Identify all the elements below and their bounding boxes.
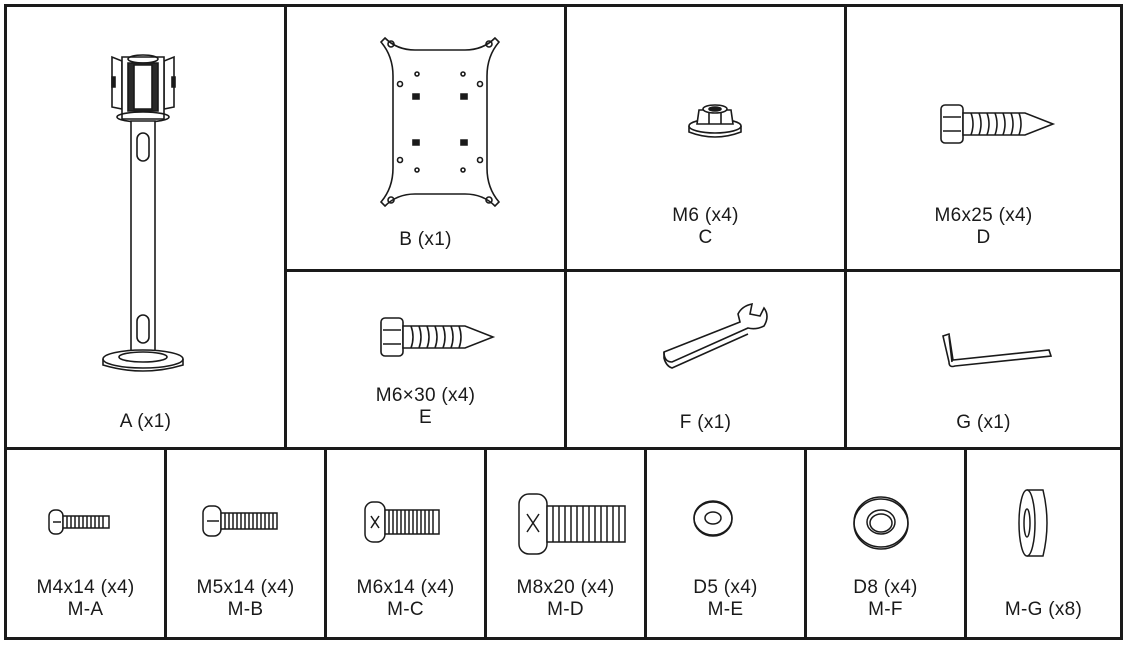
part-label: M6 (x4)C [672,205,739,248]
hardware-label: M5x14 (x4)M-B [196,577,295,620]
part-cell-c: M6 (x4)C [567,7,844,269]
flange-nut-icon [685,102,745,142]
spacer-icon [1017,488,1053,558]
divider [564,7,567,447]
divider [324,447,327,637]
divider [7,447,1120,450]
hardware-label: M6x14 (x4)M-C [356,577,455,620]
part-cell-g: G (x1) [847,272,1120,447]
hardware-cell-m-b: M5x14 (x4)M-B [167,450,324,637]
machine-screw-icon [47,508,111,536]
machine-screw-icon [201,504,281,538]
divider [644,447,647,637]
divider [804,447,807,637]
machine-screw-icon [517,492,629,556]
vesa-plate-icon [375,32,505,212]
allen-key-icon [939,330,1055,372]
hardware-label: D8 (x4)M-F [853,577,918,620]
part-label: G (x1) [956,412,1011,433]
pole-icon [92,47,202,377]
part-label: M6×30 (x4)E [375,385,476,428]
divider [964,447,967,637]
hardware-cell-m-g: M-G (x8) [967,450,1120,637]
hardware-label: M-G (x8) [1004,599,1083,620]
hardware-cell-m-d: M8x20 (x4)M-D [487,450,644,637]
part-cell-d: M6x25 (x4)D [847,7,1120,269]
lag-bolt-icon [935,99,1061,149]
part-label: B (x1) [399,229,452,250]
part-cell-e: M6×30 (x4)E [287,272,564,447]
hardware-label: M8x20 (x4)M-D [516,577,615,620]
hardware-cell-m-f: D8 (x4)M-F [807,450,964,637]
divider [284,269,1120,272]
part-cell-a: A (x1) [7,7,284,447]
part-cell-b: B (x1) [287,7,564,269]
wrench-icon [660,300,772,372]
hardware-cell-m-e: D5 (x4)M-E [647,450,804,637]
lag-bolt-icon [375,312,501,362]
hardware-cell-m-c: M6x14 (x4)M-C [327,450,484,637]
hardware-label: D5 (x4)M-E [693,577,758,620]
part-label: M6x25 (x4)D [934,205,1033,248]
divider [164,447,167,637]
divider [844,7,847,447]
part-label: A (x1) [119,411,172,432]
divider [284,7,287,447]
part-label: F (x1) [679,412,732,433]
hardware-cell-m-a: M4x14 (x4)M-A [7,450,164,637]
washer-icon [851,494,911,552]
hardware-label: M4x14 (x4)M-A [36,577,135,620]
machine-screw-icon [363,500,443,544]
divider [484,447,487,637]
parts-grid: A (x1) B [4,4,1123,640]
washer-icon [691,496,735,540]
part-cell-f: F (x1) [567,272,844,447]
